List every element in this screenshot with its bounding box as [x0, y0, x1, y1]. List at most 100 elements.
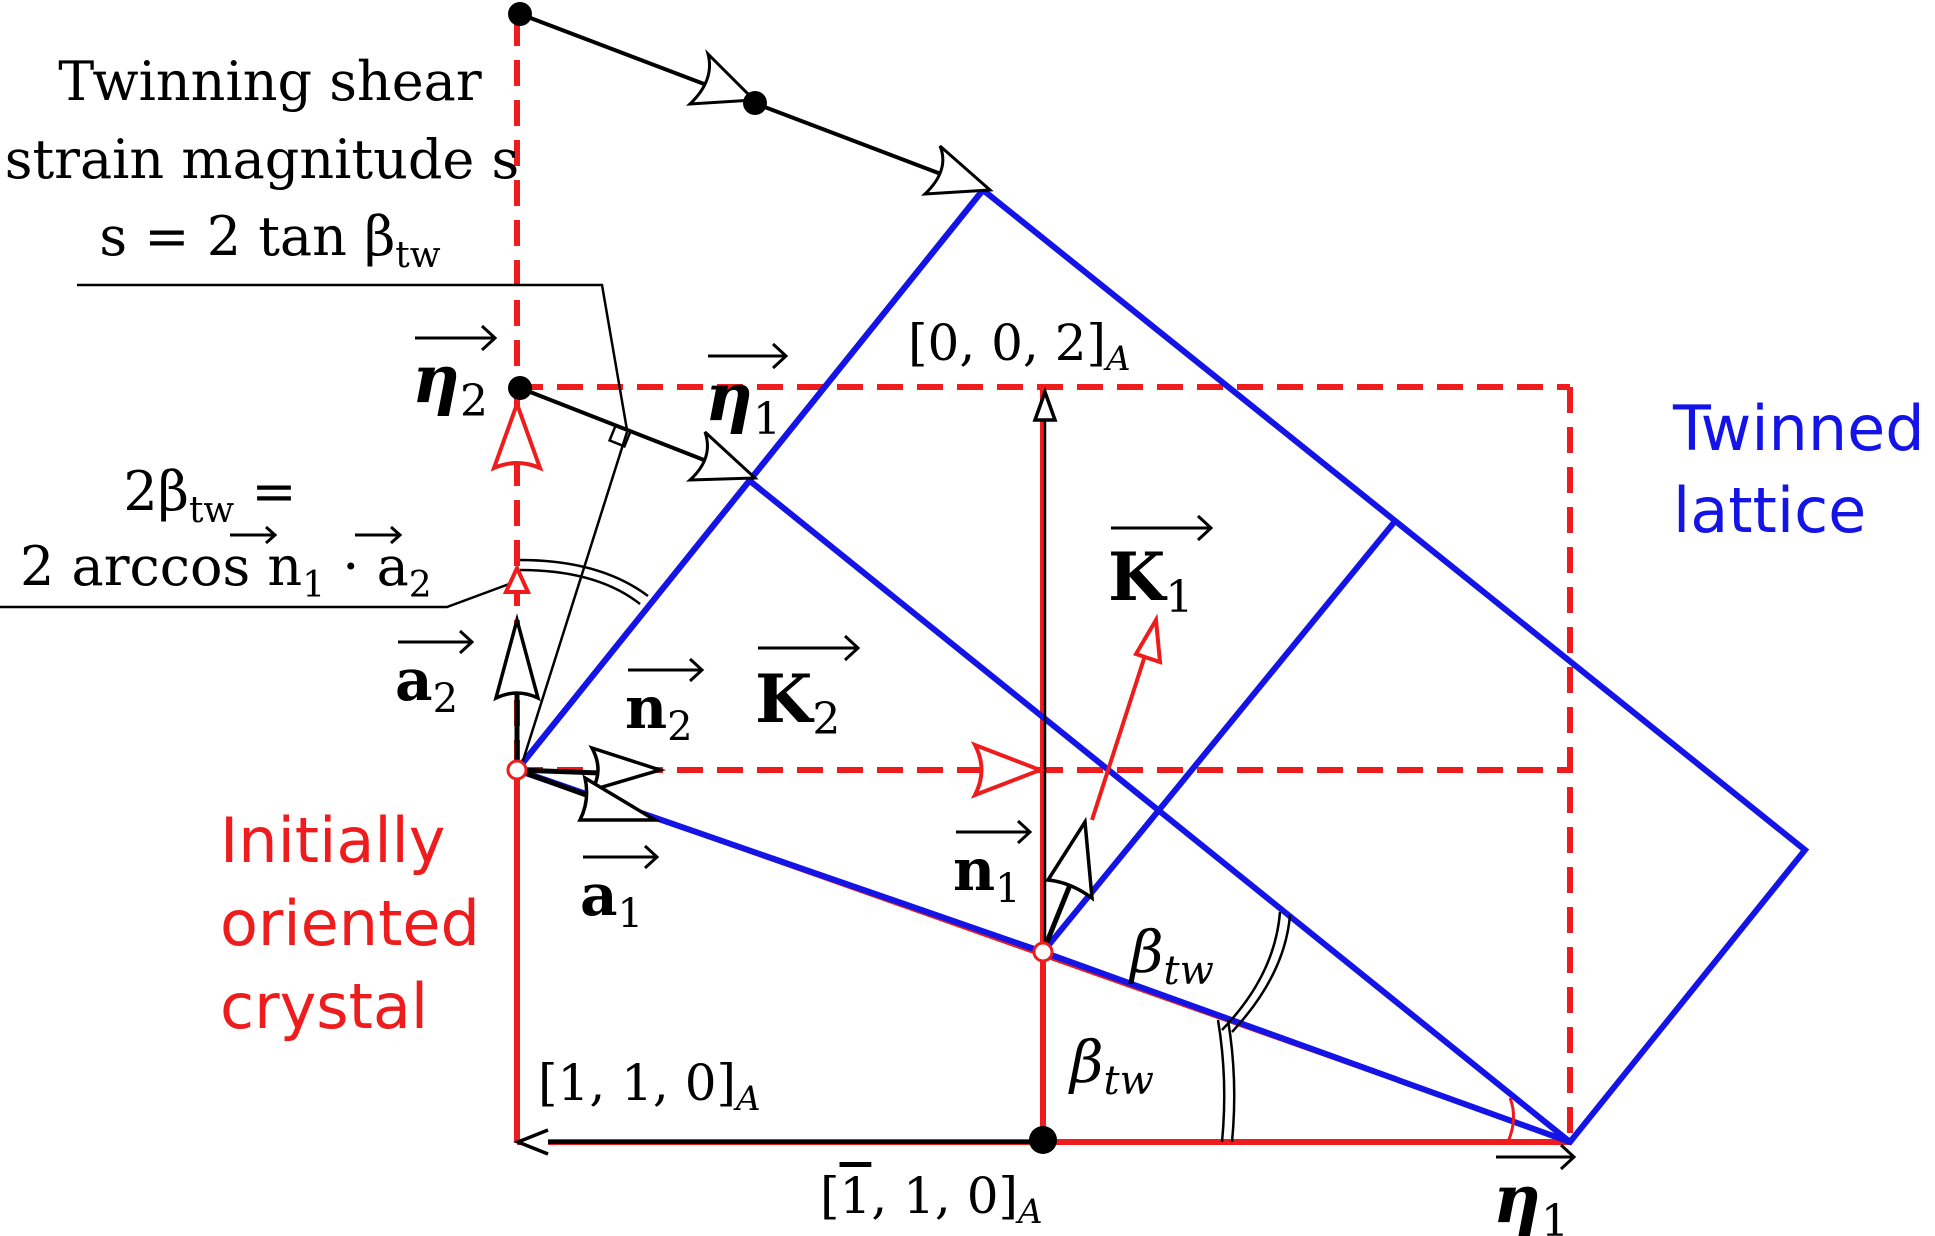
k2-sub: 2 [812, 694, 840, 745]
twinned-lattice [511, 185, 1810, 1146]
overarrow-k2 [758, 634, 861, 662]
a1-label: a1 [580, 861, 643, 937]
a1-head [577, 774, 662, 822]
beta-upper-sub: tw [1164, 948, 1214, 994]
eta2-label: η2 [412, 340, 488, 427]
eta1-label-bottom: η1 [1493, 1160, 1569, 1236]
overarrow-n1-formula [230, 525, 278, 545]
twinned-label-2: lattice [1673, 474, 1866, 547]
dir-m110-open: [ [820, 1167, 840, 1225]
shear-title-1: Twinning shear [58, 50, 482, 113]
k2-symbol: K [755, 660, 815, 738]
n2-head [588, 744, 666, 793]
initial-label-3: crystal [220, 970, 428, 1043]
beta-upper-symbol: β [1128, 918, 1164, 986]
basis-vectors [514, 400, 1075, 1144]
annotation-leaders [0, 283, 1292, 1143]
dir-110-main: [1, 1, 0] [538, 1054, 736, 1112]
a2-red-head [502, 563, 532, 594]
k1-symbol: K [1108, 538, 1168, 616]
angle-label-2: 2 arccos n1 · a2 [20, 535, 432, 606]
red-vectors [490, 398, 1515, 1143]
overarrow-n2 [628, 657, 705, 683]
shear-formula: s = 2 tan βtw [99, 205, 440, 276]
angle-leader [0, 578, 521, 609]
overarrow-a2 [398, 629, 475, 655]
overarrow-a1 [583, 844, 660, 870]
shear-normal-line [518, 431, 629, 771]
angle-label-2-sub1: 1 [302, 565, 325, 606]
shear-formula-main: s = 2 tan β [99, 205, 395, 268]
eta1-bottom-symbol: η [1493, 1160, 1541, 1236]
beta-red-arc [1506, 1097, 1515, 1143]
region-labels: Twinned lattice Initially oriented cryst… [220, 392, 1925, 1043]
origin-left [506, 759, 528, 781]
a2-symbol: a [395, 646, 433, 714]
initial-label-2: oriented [220, 887, 480, 960]
dir-002-label: [0, 0, 2]A [908, 314, 1131, 379]
twinned-label-1: Twinned [1672, 392, 1925, 465]
eta1-bottom-sub: 1 [1541, 1196, 1569, 1236]
dir-m110-bar: 1 [840, 1167, 872, 1225]
arrowhead-top-1 [686, 48, 758, 106]
n1-symbol: n [953, 836, 995, 904]
beta-arc-upper-a [1231, 914, 1292, 1033]
origin-mid [1032, 941, 1054, 963]
initial-label-1: Initially [220, 804, 445, 877]
n1-sub: 1 [995, 866, 1020, 912]
point-top [508, 2, 532, 26]
angle-label-1-eq: = [234, 460, 296, 523]
dir-002-head [1032, 386, 1058, 422]
dir-110-sub: A [733, 1079, 761, 1119]
n2-label: n2 [625, 674, 693, 750]
overarrow-n1 [956, 819, 1033, 845]
eta2-red-head [490, 398, 544, 472]
twinned-line-1 [1040, 518, 1399, 954]
a1-symbol: a [580, 861, 618, 929]
angle-label-2-dot: · a [325, 535, 409, 598]
eta2-symbol: η [412, 340, 460, 418]
shear-arrowheads [686, 48, 994, 482]
dir-110-label: [1, 1, 0]A [538, 1054, 761, 1119]
angle-label-1-sub: tw [189, 490, 234, 531]
n2-sub: 2 [667, 704, 692, 750]
overarrow-eta1-upper [708, 342, 789, 370]
overarrow-eta2 [415, 324, 498, 352]
right-angle-mark [607, 423, 633, 449]
eta1-label-upper: η1 [705, 358, 781, 445]
dir-m110-sub: A [1015, 1192, 1043, 1232]
n1-head [1044, 816, 1095, 902]
vector-heads [493, 386, 1095, 1156]
shear-formula-sub: tw [395, 235, 440, 276]
dir-002-main: [0, 0, 2] [908, 314, 1106, 372]
labels-text: Twinning shear strain magnitude s s = 2 … [5, 50, 1577, 1236]
vector-overarrows [230, 324, 1577, 1171]
eta2-sub: 2 [460, 376, 488, 427]
k1-label: K1 [1108, 538, 1193, 623]
twinned-outline [511, 185, 1810, 1146]
beta-arc-lower-b [1226, 1019, 1236, 1143]
k1-sub: 1 [1165, 572, 1193, 623]
beta-label-upper: βtw [1128, 918, 1214, 994]
dir-m110-rest: , 1, 0] [871, 1167, 1018, 1225]
k1-red-shaft [1090, 639, 1152, 821]
beta-lower-sub: tw [1104, 1058, 1154, 1104]
n1-label: n1 [953, 836, 1021, 912]
origin-points [506, 759, 1054, 963]
beta-label-lower: βtw [1068, 1028, 1154, 1104]
arrowhead-mid [686, 430, 759, 482]
overarrow-a2-formula [355, 525, 403, 545]
point-eta2 [508, 376, 532, 400]
eta1-upper-symbol: η [705, 358, 753, 436]
point-upper-mid [743, 91, 767, 115]
n2-red-head [970, 741, 1046, 799]
dir-110-head [513, 1128, 549, 1156]
arrowhead-top-2 [921, 144, 994, 196]
n2-symbol: n [625, 674, 667, 742]
eta1-upper-sub: 1 [753, 394, 781, 445]
a2-sub: 2 [433, 676, 458, 722]
angle-label-2-sub2: 2 [409, 565, 432, 606]
beta-lower-symbol: β [1068, 1028, 1104, 1096]
angle-label-1: 2βtw = [123, 460, 296, 531]
